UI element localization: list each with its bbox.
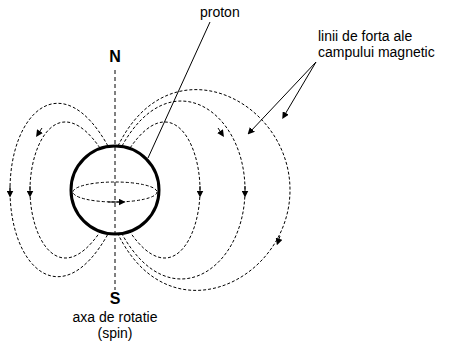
equator <box>73 182 157 202</box>
leader-line <box>250 62 316 132</box>
part-label: proton <box>200 4 270 20</box>
leader-line <box>148 22 210 158</box>
pole-label: N <box>105 49 125 65</box>
proton-sphere <box>71 146 159 234</box>
rotation-arrow <box>108 202 122 203</box>
field-arrows <box>10 128 280 242</box>
spin-axis <box>115 70 116 290</box>
pole-label: S <box>105 291 125 307</box>
field-lines <box>0 90 290 291</box>
leader-line <box>284 62 316 116</box>
axis-label: axa de rotatie (spin) <box>60 309 170 341</box>
part-label: linii de forta ale campului magnetic <box>318 28 446 60</box>
